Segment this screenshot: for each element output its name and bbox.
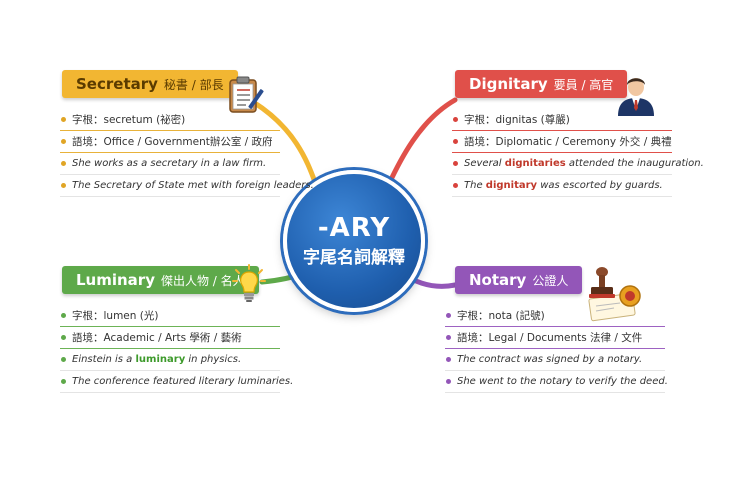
banner-word: Luminary <box>76 271 155 289</box>
context-text: 語境：Office / Government辦公室 / 政府 <box>60 131 280 153</box>
example-sentence-1: The contract was signed by a notary. <box>445 349 665 371</box>
root-text: 字根：dignitas (尊嚴) <box>452 109 672 131</box>
highlighted-word: dignitary <box>485 180 538 191</box>
context-text: 語境：Diplomatic / Ceremony 外交 / 典禮 <box>452 131 672 153</box>
root-text: 字根：nota (記號) <box>445 305 665 327</box>
clipboard-icon <box>229 76 264 113</box>
banner-word: Dignitary <box>469 75 548 93</box>
banner-translation: 要員 / 高官 <box>553 78 614 92</box>
branch-details-dignitary: 字根：dignitas (尊嚴) 語境：Diplomatic / Ceremon… <box>452 109 704 197</box>
banner-word: Notary <box>469 271 527 289</box>
highlighted-word: dignitaries <box>504 158 566 169</box>
stamp-icon <box>588 267 641 322</box>
banner-word: Secretary <box>76 75 158 93</box>
example-sentence-1: She works as a secretary in a law firm. <box>60 153 280 175</box>
example-sentence-2: The dignitary was escorted by guards. <box>452 175 672 197</box>
lightbulb-icon <box>232 264 266 302</box>
central-topic: -ARY 字尾名詞解釋 <box>283 170 425 312</box>
center-subtitle: 字尾名詞解釋 <box>303 248 405 268</box>
banner-dignitary: Dignitary 要員 / 高官 <box>455 70 628 98</box>
official-person-icon <box>618 78 654 116</box>
root-text: 字根：lumen (光) <box>60 305 280 327</box>
example-sentence-2: The conference featured literary luminar… <box>60 371 293 393</box>
connector-dignitary <box>385 97 458 189</box>
context-text: 語境：Legal / Documents 法律 / 文件 <box>445 327 665 349</box>
context-text: 語境：Academic / Arts 學術 / 藝術 <box>60 327 280 349</box>
example-sentence-2: The Secretary of State met with foreign … <box>60 175 314 197</box>
example-sentence-2: She went to the notary to verify the dee… <box>445 371 668 393</box>
branch-details-secretary: 字根：secretum (祕密) 語境：Office / Government辦… <box>60 109 314 197</box>
banner-notary: Notary 公證人 <box>455 266 583 294</box>
banner-translation: 秘書 / 部長 <box>163 78 224 92</box>
banner-luminary: Luminary 傑出人物 / 名人 <box>62 266 259 294</box>
root-text: 字根：secretum (祕密) <box>60 109 280 131</box>
branch-details-luminary: 字根：lumen (光) 語境：Academic / Arts 學術 / 藝術 … <box>60 305 293 393</box>
center-title: -ARY <box>317 213 391 243</box>
banner-translation: 公證人 <box>532 274 569 288</box>
branch-details-notary: 字根：nota (記號) 語境：Legal / Documents 法律 / 文… <box>445 305 668 393</box>
example-sentence-1: Einstein is a luminary in physics. <box>60 349 280 371</box>
banner-translation: 傑出人物 / 名人 <box>160 274 245 288</box>
banner-secretary: Secretary 秘書 / 部長 <box>62 70 238 98</box>
highlighted-word: luminary <box>135 354 186 365</box>
example-sentence-1: Several dignitaries attended the inaugur… <box>452 153 704 175</box>
